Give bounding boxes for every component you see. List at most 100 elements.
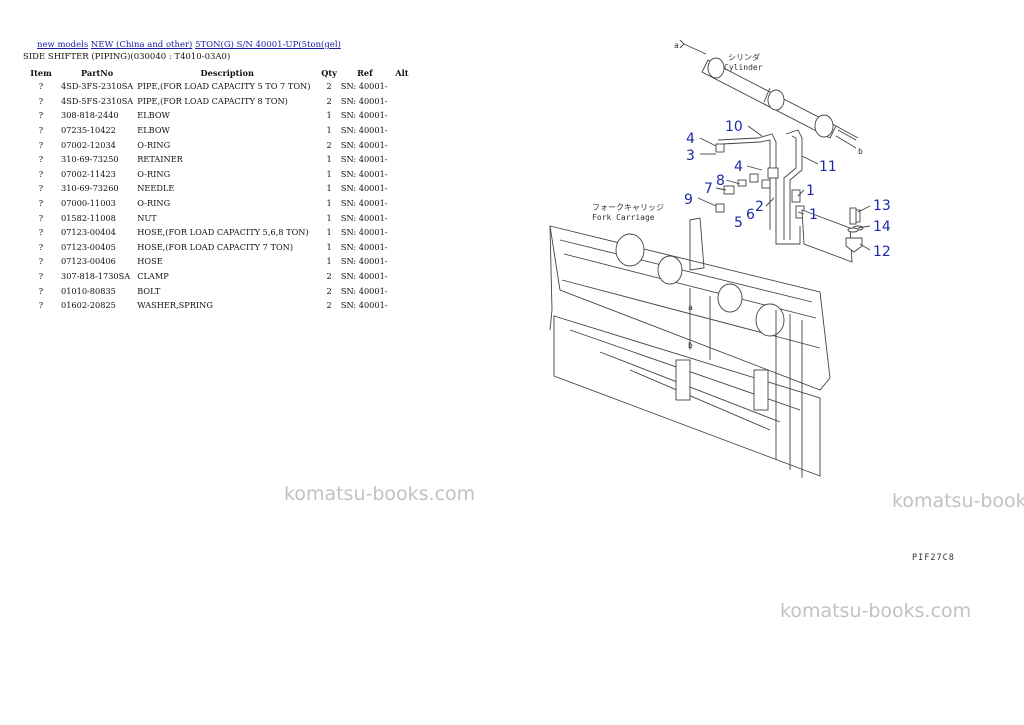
cell-ref: SN: 40001- [340, 95, 388, 106]
cell-ref: SN: 40001- [340, 183, 388, 194]
cell-ref: SN: 40001- [340, 154, 388, 165]
cell-alt [391, 254, 413, 269]
pipe-assembly [715, 129, 864, 263]
cell-part: 07002-11423 [61, 168, 116, 179]
cell-part: 4SD-3FS-2310SA [61, 81, 134, 92]
cell-qty: 2 [326, 139, 332, 150]
fork-carriage: フォークキャリッジ Fork Carriage a b [549, 203, 831, 478]
letter-b-top: b [858, 147, 863, 156]
parts-table: Item PartNo Description Qty Ref Alt ?4SD… [23, 66, 413, 313]
cell-desc: O-RING [137, 168, 171, 179]
cell-desc: CLAMP [137, 271, 169, 282]
callout-2: 2 [755, 199, 764, 215]
col-header-qty: Qty [321, 67, 337, 78]
cell-qty: 1 [326, 212, 332, 223]
letter-a-top: a [674, 41, 679, 50]
cell-ref: SN: 40001- [340, 300, 388, 311]
col-header-item: Item [30, 67, 52, 78]
cell-item: ? [38, 183, 44, 194]
cell-part: 07002-12034 [61, 139, 116, 150]
cell-ref: SN: 40001- [340, 125, 388, 136]
arrow-a: a [674, 39, 707, 55]
cell-alt [391, 283, 413, 298]
cell-part: 01010-80835 [61, 285, 116, 296]
breadcrumb-link-new-models[interactable]: new models [37, 40, 89, 50]
diagram-drawing: a シリンダ Cylinder b [549, 39, 891, 478]
cell-qty: 1 [326, 125, 332, 136]
cell-item: ? [38, 212, 44, 223]
callout-9: 9 [684, 192, 693, 208]
cell-qty: 2 [326, 285, 332, 296]
cell-desc: PIPE,(FOR LOAD CAPACITY 8 TON) [137, 95, 288, 106]
cell-desc: PIPE,(FOR LOAD CAPACITY 5 TO 7 TON) [137, 81, 311, 92]
cell-ref: SN: 40001- [340, 81, 388, 92]
cell-ref: SN: 40001- [340, 212, 388, 223]
cell-ref: SN: 40001- [340, 168, 388, 179]
cell-qty: 1 [326, 227, 332, 238]
watermark: komatsu-books.com [284, 483, 476, 505]
cell-item: ? [38, 256, 44, 267]
clamp-assembly [845, 207, 863, 253]
cell-desc: O-RING [137, 198, 171, 209]
cell-alt [391, 181, 413, 196]
cell-desc: HOSE [137, 256, 163, 267]
cell-alt [391, 167, 413, 182]
cell-desc: ELBOW [137, 125, 170, 136]
callout-11: 11 [819, 159, 837, 175]
cell-alt [391, 298, 413, 313]
carriage-en-label: Fork Carriage [592, 213, 655, 222]
cell-item: ? [38, 168, 44, 179]
exploded-parts-diagram: a シリンダ Cylinder b [540, 30, 1024, 570]
watermark: komatsu-books.com [892, 490, 1024, 512]
cell-alt [391, 94, 413, 109]
col-header-ref: Ref [357, 67, 373, 78]
cell-qty: 1 [326, 183, 332, 194]
cell-part: 01582-11008 [61, 212, 116, 223]
cell-alt [391, 240, 413, 255]
col-header-alt: Alt [395, 67, 409, 78]
callout-1b: 1 [809, 207, 818, 223]
cell-part: 4SD-5FS-2310SA [61, 95, 134, 106]
cell-desc: HOSE,(FOR LOAD CAPACITY 5,6,8 TON) [137, 227, 309, 238]
table-row: ? 01582-11008 NUT 1 SN: 40001- [23, 210, 413, 225]
cell-qty: 1 [326, 154, 332, 165]
cell-qty: 2 [326, 300, 332, 311]
cell-item: ? [38, 110, 44, 121]
table-header-row: Item PartNo Description Qty Ref Alt [23, 66, 413, 79]
cell-qty: 1 [326, 241, 332, 252]
cell-desc: HOSE,(FOR LOAD CAPACITY 7 TON) [137, 241, 294, 252]
callout-1: 1 [806, 183, 815, 199]
cell-desc: ELBOW [137, 110, 170, 121]
cell-ref: SN: 40001- [340, 285, 388, 296]
callout-12: 12 [873, 244, 891, 260]
breadcrumb-link-model[interactable]: 5TON(G) S/N 40001-UP(5ton(gel) [195, 40, 341, 50]
cell-part: 07000-11003 [61, 198, 116, 209]
callout-13: 13 [873, 198, 891, 214]
cell-ref: SN: 40001- [340, 241, 388, 252]
callout-8: 8 [716, 173, 725, 189]
cell-alt [391, 269, 413, 284]
cell-qty: 2 [326, 271, 332, 282]
breadcrumb-link-new-china[interactable]: NEW (China and other) [90, 40, 193, 50]
cell-alt [391, 225, 413, 240]
cell-ref: SN: 40001- [340, 256, 388, 267]
cell-desc: NUT [137, 212, 157, 223]
cell-alt [391, 152, 413, 167]
cell-part: 07123-00405 [61, 241, 116, 252]
cell-item: ? [38, 285, 44, 296]
callout-4b: 4 [734, 159, 743, 175]
cell-qty: 2 [326, 81, 332, 92]
cylinder: シリンダ Cylinder [701, 52, 859, 141]
